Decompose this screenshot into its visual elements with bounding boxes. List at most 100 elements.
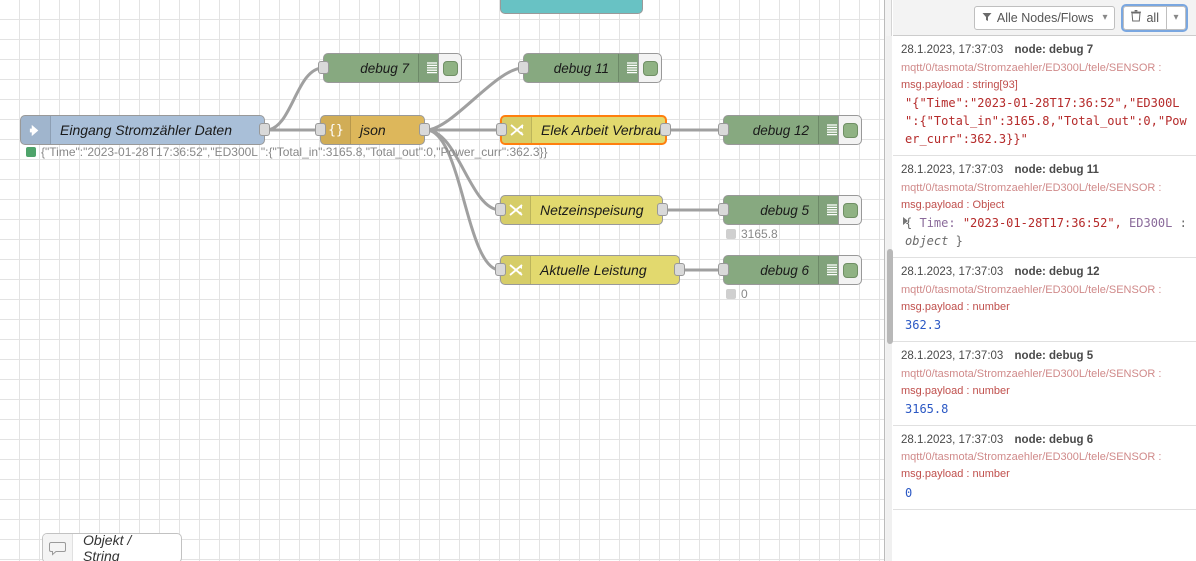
message-source-node[interactable]: node: debug 7: [1014, 44, 1094, 56]
message-meta: 28.1.2023, 17:37:03 node: debug 11: [901, 162, 1188, 180]
node-input-port[interactable]: [718, 203, 729, 216]
funnel-icon: [982, 11, 992, 25]
flow-node-change-netzeinspeisung[interactable]: Netzeinspeisung: [495, 195, 668, 225]
flow-node-debug-12[interactable]: debug 12: [718, 115, 862, 145]
debug-message[interactable]: 28.1.2023, 17:37:03 node: debug 5 mqtt/0…: [893, 342, 1196, 426]
flow-node-change-elek-arbeit-verbrauch[interactable]: Elek Arbeit Verbrauch: [496, 115, 671, 145]
node-output-port[interactable]: [657, 203, 668, 216]
flow-node-partial-top[interactable]: [500, 0, 643, 14]
debug-toolbar: Alle Nodes/Flows ▾ all ▾: [893, 0, 1196, 36]
object-open-brace: {: [905, 215, 913, 230]
message-payload-type: msg.payload : number: [901, 384, 1010, 397]
status-dot: [26, 147, 36, 157]
flow-canvas[interactable]: Eingang Stromzähler Daten {} json debug …: [0, 0, 884, 561]
node-output-port[interactable]: [660, 123, 671, 136]
object-key-1: Time:: [919, 215, 956, 230]
braces-icon: {}: [321, 116, 351, 144]
expand-triangle-icon[interactable]: [903, 216, 908, 225]
message-source-node[interactable]: node: debug 6: [1014, 433, 1094, 446]
message-value: 3165.8: [905, 401, 949, 416]
message-payload-type: msg.payload : number: [901, 300, 1010, 313]
status-text: {"Time":"2023-01-28T17:36:52","ED300L ":…: [41, 145, 548, 159]
node-input-port[interactable]: [315, 123, 326, 136]
comment-bubble-icon: [43, 534, 73, 561]
message-source-node[interactable]: node: debug 11: [1014, 163, 1099, 176]
status-text: 3165.8: [741, 227, 778, 241]
flow-node-debug-5[interactable]: debug 5: [718, 195, 862, 225]
debug-message[interactable]: 28.1.2023, 17:37:03 node: debug 7 mqtt/0…: [893, 36, 1196, 156]
node-input-port[interactable]: [496, 123, 507, 136]
status-dot: [726, 289, 736, 299]
object-close-brace: }: [955, 233, 963, 248]
flow-node-debug-6[interactable]: debug 6: [718, 255, 862, 285]
flow-node-debug-11[interactable]: debug 11: [518, 53, 662, 83]
debug-message[interactable]: 28.1.2023, 17:37:03 node: debug 12 mqtt/…: [893, 258, 1196, 342]
filter-nodes-flows-dropdown[interactable]: Alle Nodes/Flows ▾: [973, 5, 1116, 30]
message-timestamp: 28.1.2023, 17:37:03: [901, 349, 1004, 362]
node-output-port[interactable]: [674, 263, 685, 276]
shuffle-icon: [501, 196, 531, 224]
debug-message[interactable]: 28.1.2023, 17:37:03 node: debug 6 mqtt/0…: [893, 426, 1196, 510]
clear-all-button[interactable]: all: [1123, 5, 1166, 30]
node-status-mqtt-in: {"Time":"2023-01-28T17:36:52","ED300L ":…: [26, 145, 548, 159]
filter-label: Alle Nodes/Flows: [996, 10, 1094, 25]
clear-options-caret[interactable]: ▾: [1166, 5, 1186, 30]
sidebar-scrollbar-track[interactable]: [886, 36, 893, 561]
flow-node-json[interactable]: {} json: [315, 115, 430, 145]
message-timestamp: 28.1.2023, 17:37:03: [901, 265, 1004, 278]
trash-icon: [1131, 10, 1142, 25]
shuffle-icon: [502, 117, 532, 143]
message-meta: 28.1.2023, 17:37:03 node: debug 6: [901, 432, 1188, 450]
node-label: Eingang Stromzähler Daten: [60, 122, 232, 138]
node-label: debug 12: [752, 122, 809, 138]
sidebar-scrollbar-thumb[interactable]: [887, 249, 893, 344]
object-value-2-type: object: [905, 233, 949, 248]
message-payload-type: msg.payload : number: [901, 468, 1010, 481]
message-value: "{"Time":"2023-01-28T17:36:52","ED300L "…: [905, 95, 1187, 146]
svg-text:{}: {}: [328, 123, 344, 138]
clear-log-split-button[interactable]: all ▾: [1121, 3, 1188, 32]
message-topic: mqtt/0/tasmota/Stromzaehler/ED300L/tele/…: [901, 61, 1162, 74]
chevron-down-icon: ▾: [1102, 12, 1108, 23]
comment-label: Objekt / String: [83, 532, 132, 561]
node-label: debug 6: [760, 262, 809, 278]
node-output-port[interactable]: [259, 123, 270, 136]
message-topic: mqtt/0/tasmota/Stromzaehler/ED300L/tele/…: [901, 367, 1162, 380]
message-topic: mqtt/0/tasmota/Stromzaehler/ED300L/tele/…: [901, 283, 1162, 296]
node-label: debug 5: [760, 202, 809, 218]
message-source-node[interactable]: node: debug 5: [1014, 349, 1094, 362]
flow-node-mqtt-in[interactable]: Eingang Stromzähler Daten: [20, 115, 270, 145]
status-dot: [726, 229, 736, 239]
debug-enable-toggle[interactable]: [438, 53, 462, 83]
node-output-port[interactable]: [419, 123, 430, 136]
node-label: [501, 0, 642, 13]
node-input-port[interactable]: [318, 61, 329, 74]
object-key-2: ED300L: [1129, 215, 1173, 230]
debug-enable-toggle[interactable]: [638, 53, 662, 83]
node-input-port[interactable]: [518, 61, 529, 74]
node-label: Netzeinspeisung: [540, 202, 644, 218]
node-status-debug-5: 3165.8: [726, 227, 778, 241]
node-label: debug 11: [553, 60, 609, 76]
flow-node-debug-7[interactable]: debug 7: [318, 53, 462, 83]
debug-enable-toggle[interactable]: [838, 195, 862, 225]
flow-node-change-aktuelle-leistung[interactable]: Aktuelle Leistung: [495, 255, 685, 285]
node-input-port[interactable]: [495, 203, 506, 216]
message-meta: 28.1.2023, 17:37:03 node: debug 12: [901, 264, 1188, 282]
debug-enable-toggle[interactable]: [838, 255, 862, 285]
debug-message-list[interactable]: 28.1.2023, 17:37:03 node: debug 7 mqtt/0…: [893, 36, 1196, 561]
shuffle-icon: [501, 256, 531, 284]
node-label: json: [360, 122, 386, 138]
flow-node-comment[interactable]: Objekt / String: [42, 532, 182, 561]
message-meta: 28.1.2023, 17:37:03 node: debug 7: [901, 42, 1188, 60]
message-object-preview[interactable]: { Time: "2023-01-28T17:36:52", ED300L : …: [901, 214, 1188, 250]
node-input-port[interactable]: [718, 123, 729, 136]
node-label: Aktuelle Leistung: [540, 262, 647, 278]
debug-message[interactable]: 28.1.2023, 17:37:03 node: debug 11 mqtt/…: [893, 156, 1196, 258]
message-source-node[interactable]: node: debug 12: [1014, 265, 1100, 278]
debug-enable-toggle[interactable]: [838, 115, 862, 145]
node-input-port[interactable]: [718, 263, 729, 276]
node-input-port[interactable]: [495, 263, 506, 276]
message-payload-type: msg.payload : Object: [901, 198, 1005, 211]
